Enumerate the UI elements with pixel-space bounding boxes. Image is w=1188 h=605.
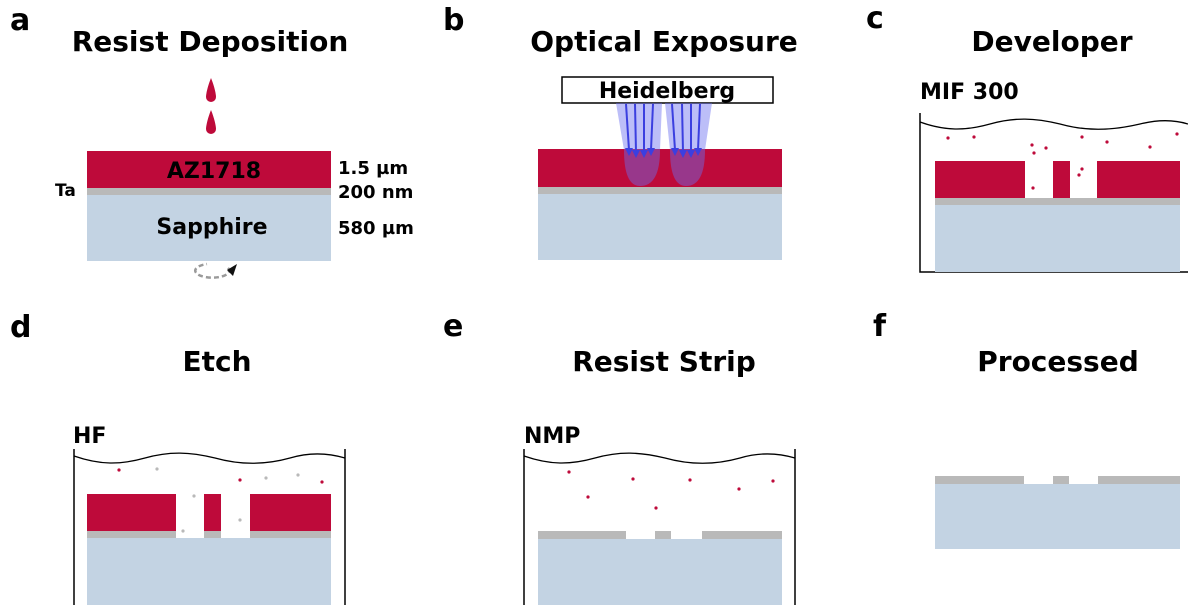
spin-arrowhead-icon: [227, 264, 237, 276]
sapphire-substrate: [538, 194, 782, 260]
beaker: [73, 449, 346, 605]
liquid-surface: [523, 452, 796, 464]
panel-a-title: Resist Deposition: [72, 25, 349, 58]
spin-arrow-icon: [194, 262, 231, 279]
resist-layer: [538, 149, 782, 187]
tantalum-layer: [1053, 476, 1069, 484]
tantalum-layer: [250, 531, 331, 538]
sapphire-substrate: [935, 205, 1180, 272]
developed-opening: [1070, 161, 1097, 198]
panel-e: e Resist Strip NMP: [443, 309, 796, 605]
tantalum-layer: [702, 531, 782, 539]
panel-f-letter: f: [873, 309, 887, 344]
liquid-surface: [919, 118, 1188, 130]
dissolved-resist-particles: [946, 132, 1179, 190]
panel-c: c Developer MIF 300: [866, 1, 1188, 273]
beam-ray: [671, 103, 676, 151]
resist-block: [250, 494, 331, 531]
resist-block: [1097, 161, 1180, 198]
panel-a: a Resist Deposition AZ1718 Sapphire Ta 1…: [10, 3, 414, 279]
panel-a-letter: a: [10, 3, 30, 38]
metal-label: Ta: [55, 181, 76, 201]
resist-block: [87, 494, 176, 531]
substrate-thickness-label: 580 µm: [338, 218, 414, 239]
substrate-label: Sapphire: [156, 215, 267, 240]
beaker: [523, 449, 796, 605]
heidelberg-tool-label: Heidelberg: [599, 79, 735, 104]
developed-opening: [1025, 161, 1053, 198]
beam-ray: [697, 103, 701, 151]
resist-layer-label: AZ1718: [167, 159, 261, 184]
resist-layer: [87, 151, 331, 188]
tantalum-layer: [935, 476, 1024, 484]
panel-c-title: Developer: [971, 25, 1132, 58]
tantalum-layer: [1098, 476, 1180, 484]
strip-chemical-label: NMP: [524, 424, 580, 449]
resist-block: [1053, 161, 1070, 198]
panel-b-letter: b: [443, 3, 464, 38]
stripped-resist-particles: [567, 470, 775, 510]
tantalum-layer: [935, 198, 1180, 205]
sapphire-substrate: [935, 484, 1180, 549]
resist-block: [204, 494, 221, 531]
beam-arrowheads: [671, 148, 702, 158]
panel-f: f Processed: [873, 309, 1180, 549]
sapphire-substrate: [87, 195, 331, 261]
etch-chemical-label: HF: [73, 424, 106, 449]
panel-e-letter: e: [443, 309, 463, 344]
panel-d-title: Etch: [182, 345, 251, 378]
panel-d-letter: d: [10, 310, 31, 345]
panel-e-title: Resist Strip: [572, 345, 756, 378]
beam-ray: [634, 103, 637, 153]
beam-ray: [650, 103, 654, 151]
sapphire-substrate: [87, 538, 331, 605]
sapphire-substrate: [538, 539, 782, 605]
panel-b: b Optical Exposure Heidelberg: [443, 3, 798, 260]
tantalum-layer: [87, 531, 176, 538]
developer-chemical-label: MIF 300: [920, 80, 1019, 105]
panel-b-title: Optical Exposure: [530, 25, 798, 58]
liquid-surface: [73, 452, 346, 464]
panel-d: d Etch HF: [10, 310, 346, 605]
tantalum-layer: [87, 188, 331, 195]
resist-droplet-icon: [206, 78, 216, 102]
etch-particles: [117, 467, 324, 533]
tantalum-layer: [204, 531, 221, 538]
resist-droplet-icon: [206, 110, 216, 134]
tantalum-layer: [538, 187, 782, 194]
beam-arrowheads: [625, 148, 655, 158]
heidelberg-tool-box: [561, 76, 774, 104]
resist-thickness-label: 1.5 µm: [338, 158, 408, 179]
laser-beam-right: [665, 103, 712, 186]
beam-ray: [625, 103, 630, 151]
tantalum-layer: [655, 531, 671, 539]
tantalum-layer: [538, 531, 626, 539]
metal-thickness-label: 200 nm: [338, 182, 413, 203]
panel-f-title: Processed: [977, 345, 1139, 378]
panel-c-letter: c: [866, 1, 884, 36]
beam-ray: [681, 103, 684, 153]
